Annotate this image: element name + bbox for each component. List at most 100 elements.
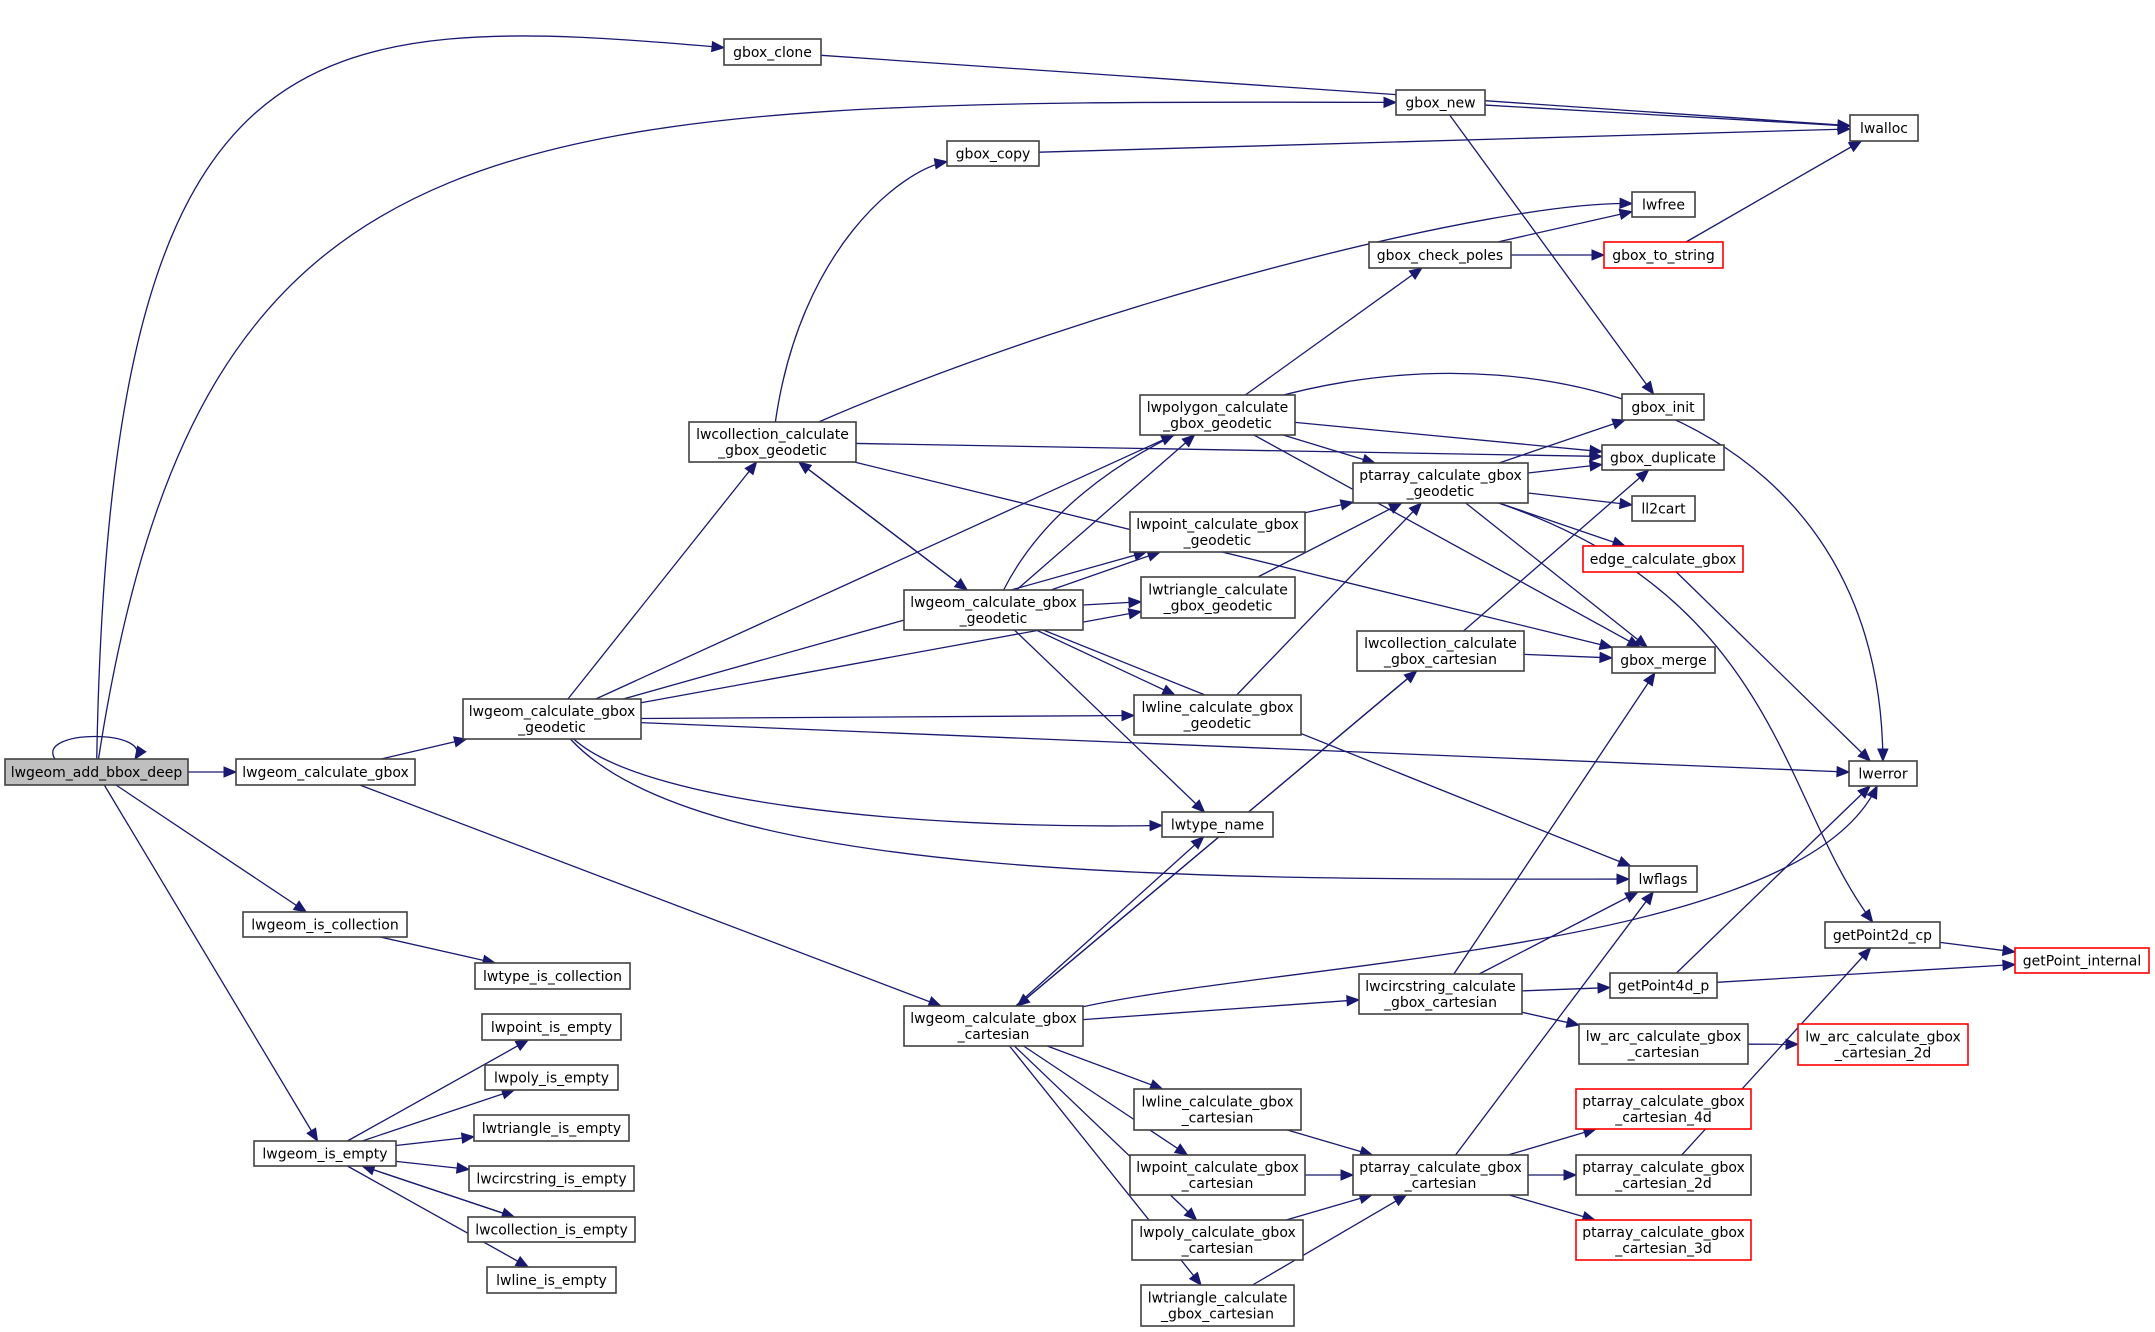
node-tri-geod[interactable]: lwtriangle_calculate_gbox_geodetic [1140,576,1296,619]
node-box[interactable] [1161,811,1274,838]
node-lwtype-name[interactable]: lwtype_name [1161,811,1274,838]
node-box[interactable] [473,1114,630,1142]
node-point-geod[interactable]: lwpoint_calculate_gbox_geodetic [1129,511,1306,553]
node-getPoint4d-p[interactable]: getPoint4d_p [1609,972,1718,999]
node-is-empty[interactable]: lwgeom_is_empty [253,1140,397,1167]
node-box[interactable] [467,1216,636,1243]
node-pta-cart[interactable]: ptarray_calculate_gbox_cartesian [1352,1154,1529,1196]
node-box[interactable] [1352,1154,1529,1196]
node-box[interactable] [1848,760,1918,787]
node-box[interactable] [1140,1284,1295,1327]
node-box[interactable] [468,1165,635,1192]
node-circ-empty[interactable]: lwcircstring_is_empty [468,1165,635,1192]
node-is-collection[interactable]: lwgeom_is_collection [242,911,408,938]
node-box[interactable] [242,911,408,938]
node-lwflags[interactable]: lwflags [1628,865,1698,893]
node-line-geod[interactable]: lwline_calculate_gbox_geodetic [1133,694,1302,736]
node-gbox-check-poles[interactable]: gbox_check_poles [1368,241,1512,269]
node-box[interactable] [688,421,857,463]
node-gbox-to-string[interactable]: gbox_to_string [1603,241,1724,269]
node-point-empty[interactable]: lwpoint_is_empty [481,1013,622,1041]
node-box[interactable] [1358,973,1523,1015]
node-box[interactable] [1824,921,1941,949]
node-circ-cart[interactable]: lwcircstring_calculate_gbox_cartesian [1358,973,1523,1015]
node-pta-cart-4d[interactable]: ptarray_calculate_gbox_cartesian_4d [1575,1088,1752,1130]
node-gbox-merge[interactable]: gbox_merge [1611,646,1716,674]
node-calc-geod-a[interactable]: lwgeom_calculate_gbox_geodetic [462,698,642,740]
node-coll-empty[interactable]: lwcollection_is_empty [467,1216,636,1243]
node-box[interactable] [1352,462,1529,504]
node-pta-geod[interactable]: ptarray_calculate_gbox_geodetic [1352,462,1529,504]
node-box[interactable] [2014,947,2150,974]
node-type-is-collection[interactable]: lwtype_is_collection [474,962,631,990]
node-poly-cart[interactable]: lwpoly_calculate_gbox_cartesian [1131,1219,1304,1261]
node-tri-cart[interactable]: lwtriangle_calculate_gbox_cartesian [1140,1284,1295,1327]
node-box[interactable] [1575,1219,1752,1261]
node-box[interactable] [1139,394,1296,436]
node-lwalloc[interactable]: lwalloc [1849,114,1919,142]
node-box[interactable] [1601,444,1725,471]
node-box[interactable] [1129,511,1306,553]
node-box[interactable] [903,1005,1084,1047]
node-box[interactable] [235,758,416,786]
node-box[interactable] [1395,89,1486,116]
node-box[interactable] [1133,694,1302,736]
node-getPoint2d-cp[interactable]: getPoint2d_cp [1824,921,1941,949]
node-pta-cart-3d[interactable]: ptarray_calculate_gbox_cartesian_3d [1575,1219,1752,1261]
node-box[interactable] [1578,1023,1749,1065]
node-box[interactable] [1129,1154,1306,1196]
node-calc-geod-b[interactable]: lwgeom_calculate_gbox_geodetic [903,589,1084,631]
node-box[interactable] [4,758,189,786]
node-lwerror[interactable]: lwerror [1848,760,1918,787]
node-box[interactable] [474,962,631,990]
node-edge-calc[interactable]: edge_calculate_gbox [1582,545,1744,573]
node-root[interactable]: lwgeom_add_bbox_deep [4,758,189,786]
node-gbox-new[interactable]: gbox_new [1395,89,1486,116]
node-box[interactable] [1356,630,1525,672]
node-coll-cart[interactable]: lwcollection_calculate_gbox_cartesian [1356,630,1525,672]
node-box[interactable] [481,1013,622,1041]
node-line-cart[interactable]: lwline_calculate_gbox_cartesian [1133,1088,1302,1131]
node-poly-geod[interactable]: lwpolygon_calculate_gbox_geodetic [1139,394,1296,436]
node-box[interactable] [462,698,642,740]
node-box[interactable] [903,589,1084,631]
node-pta-cart-2d[interactable]: ptarray_calculate_gbox_cartesian_2d [1575,1154,1752,1196]
node-gbox-clone[interactable]: gbox_clone [723,38,822,66]
node-point-cart[interactable]: lwpoint_calculate_gbox_cartesian [1129,1154,1306,1196]
node-box[interactable] [486,1266,617,1294]
node-box[interactable] [253,1140,397,1167]
node-calc-gbox[interactable]: lwgeom_calculate_gbox [235,758,416,786]
node-gbox-duplicate[interactable]: gbox_duplicate [1601,444,1725,471]
node-box[interactable] [1575,1154,1752,1196]
node-ll2cart[interactable]: ll2cart [1631,495,1696,522]
node-lwfree[interactable]: lwfree [1631,191,1696,218]
node-box[interactable] [1611,646,1716,674]
node-box[interactable] [1131,1219,1304,1261]
node-box[interactable] [946,140,1040,167]
node-line-empty[interactable]: lwline_is_empty [486,1266,617,1294]
node-box[interactable] [1603,241,1724,269]
node-box[interactable] [484,1064,619,1091]
node-box[interactable] [1133,1088,1302,1131]
node-box[interactable] [1797,1023,1969,1066]
node-box[interactable] [1628,865,1698,893]
node-tri-empty[interactable]: lwtriangle_is_empty [473,1114,630,1142]
node-box[interactable] [1849,114,1919,142]
node-box[interactable] [1631,191,1696,218]
node-gbox-copy[interactable]: gbox_copy [946,140,1040,167]
node-box[interactable] [1575,1088,1752,1130]
node-box[interactable] [1582,545,1744,573]
node-calc-cart[interactable]: lwgeom_calculate_gbox_cartesian [903,1005,1084,1047]
node-poly-empty[interactable]: lwpoly_is_empty [484,1064,619,1091]
node-box[interactable] [1140,576,1296,619]
node-box[interactable] [1609,972,1718,999]
node-arc-cart-2d[interactable]: lw_arc_calculate_gbox_cartesian_2d [1797,1023,1969,1066]
node-box[interactable] [1631,495,1696,522]
node-box[interactable] [1621,393,1705,421]
node-box[interactable] [1368,241,1512,269]
node-coll-geod[interactable]: lwcollection_calculate_gbox_geodetic [688,421,857,463]
node-getPoint-internal[interactable]: getPoint_internal [2014,947,2150,974]
node-gbox-init[interactable]: gbox_init [1621,393,1705,421]
node-arc-cart[interactable]: lw_arc_calculate_gbox_cartesian [1578,1023,1749,1065]
node-box[interactable] [723,38,822,66]
